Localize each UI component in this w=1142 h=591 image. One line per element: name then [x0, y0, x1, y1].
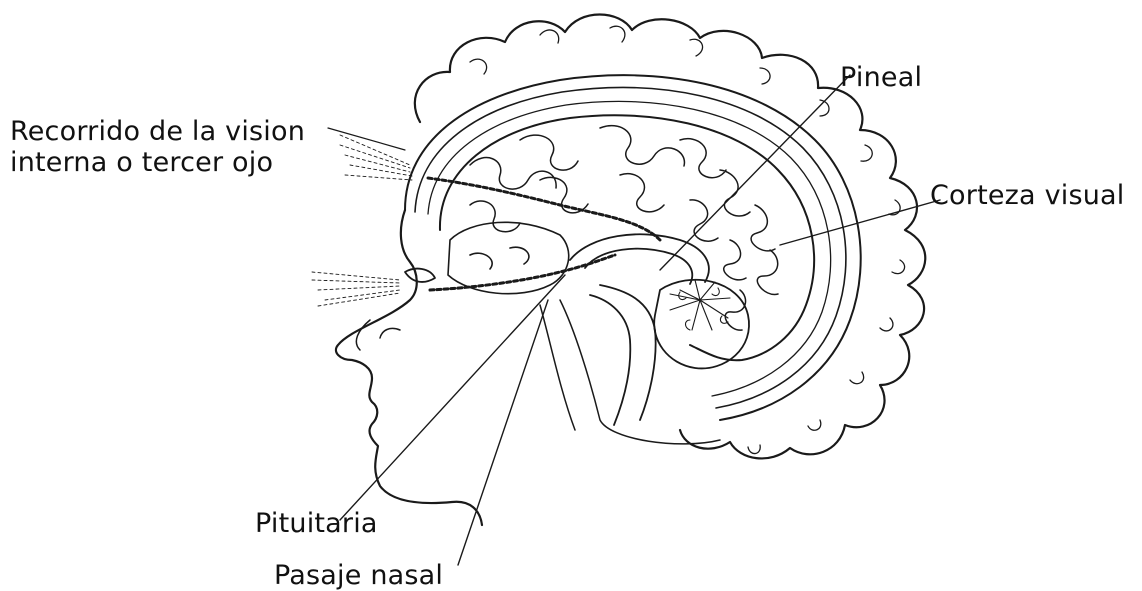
- label-vision-line2: interna o tercer ojo: [10, 147, 305, 178]
- leader-pituitaria: [340, 275, 565, 520]
- leader-vision: [328, 128, 405, 150]
- optic-path: [430, 255, 615, 290]
- eye: [405, 269, 435, 282]
- light-rays-lower: [312, 272, 400, 306]
- label-pituitaria: Pituitaria: [255, 508, 378, 539]
- brain-stem: [590, 285, 656, 425]
- brain-gyri: [470, 126, 778, 330]
- skull-outer: [405, 75, 861, 420]
- label-vision-line1: Recorrido de la vision: [10, 116, 305, 147]
- brain-outline: [440, 115, 814, 360]
- cerebellum-folia: [670, 280, 730, 330]
- label-pineal: Pineal: [840, 62, 922, 93]
- neck-lines: [540, 300, 720, 444]
- label-vision-path: Recorrido de la vision interna o tercer …: [10, 116, 305, 178]
- cerebellum: [654, 280, 749, 369]
- leader-pasaje: [458, 300, 548, 565]
- nose-detail: [356, 320, 400, 350]
- label-pasaje-nasal: Pasaje nasal: [274, 560, 443, 591]
- label-corteza-visual: Corteza visual: [930, 180, 1124, 211]
- face-profile: [336, 210, 482, 525]
